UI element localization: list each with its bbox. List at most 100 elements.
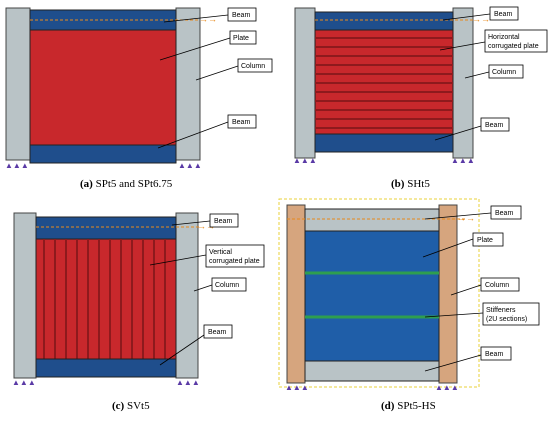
callout-beam-top: Beam <box>495 210 513 217</box>
leader-line <box>424 354 482 372</box>
callout-beam-top: Beam <box>214 218 232 225</box>
leader-line <box>434 125 482 141</box>
panel-c: →→ ▲▲▲ ▲▲▲ Beam Vertical corrugated plat… <box>0 205 275 422</box>
right-column <box>175 212 199 379</box>
leader-line <box>163 14 229 23</box>
left-column <box>13 212 37 379</box>
leader-line <box>450 284 482 296</box>
load-arrows-icon: →→ <box>457 213 475 223</box>
callout-beam-top: Beam <box>232 12 250 19</box>
callout-stiffeners-line2: (2U sections) <box>486 316 527 323</box>
leader-line <box>159 37 231 61</box>
vertical-corrugated-plate <box>35 238 177 360</box>
infill-plate <box>29 29 177 146</box>
support-icon: ▲▲▲ <box>5 161 29 170</box>
callout-column: Column <box>492 69 516 76</box>
leader-line <box>424 212 492 220</box>
callout-box <box>229 30 257 45</box>
leader-line <box>439 41 486 51</box>
callout-plate: Plate <box>477 237 493 244</box>
leader-line <box>422 238 474 258</box>
leader-line <box>195 65 239 81</box>
panel-b-diagram: →→ ▲▲▲ ▲▲▲ Beam Horizontal corrugated pl… <box>293 6 548 165</box>
support-icon: ▲▲▲ <box>176 378 200 387</box>
support-icon: ▲▲▲ <box>451 156 475 165</box>
load-arrows-icon: →→ <box>197 221 215 231</box>
callout-stiffeners-line1: Stiffeners <box>486 307 516 314</box>
callout-plate-line1: Vertical <box>209 249 232 256</box>
right-column <box>452 7 474 159</box>
leader-line <box>424 312 484 318</box>
panel-d: →→ ▲▲▲ ▲▲▲ Beam Plate Column Stiffeners … <box>275 195 550 422</box>
caption-text: SHt5 <box>407 178 430 190</box>
boundary-frame <box>278 198 480 388</box>
caption-text: SPt5 and SPt6.75 <box>95 178 173 190</box>
caption-letter: (a) <box>80 178 93 190</box>
top-beam <box>35 216 177 240</box>
callout-column: Column <box>215 282 239 289</box>
caption-text: SPt5-HS <box>397 400 436 412</box>
top-beam <box>314 11 454 31</box>
support-icon: ▲▲▲ <box>435 383 459 391</box>
caption-text: SVt5 <box>126 400 150 412</box>
callout-box <box>488 64 524 79</box>
callout-box <box>490 205 522 220</box>
left-column <box>286 204 306 384</box>
support-icon: ▲▲▲ <box>178 161 202 170</box>
callout-box <box>203 324 233 339</box>
leader-line <box>149 254 207 266</box>
caption-letter: (d) <box>381 400 395 412</box>
bottom-beam <box>35 358 177 378</box>
callout-box <box>480 117 510 132</box>
callout-box <box>227 114 257 129</box>
callout-box <box>484 29 548 53</box>
callout-beam-bottom: Beam <box>232 119 250 126</box>
panel-d-diagram: →→ ▲▲▲ ▲▲▲ Beam Plate Column Stiffeners … <box>278 198 540 392</box>
top-beam <box>304 208 440 232</box>
caption-letter: (b) <box>391 178 405 190</box>
callout-box <box>472 232 504 247</box>
support-icon: ▲▲▲ <box>285 383 309 391</box>
load-arrows-icon: →→ <box>472 14 490 24</box>
support-icon: ▲▲▲ <box>293 156 317 165</box>
left-column <box>5 7 31 161</box>
callout-box <box>480 277 520 292</box>
leader-line <box>193 284 213 292</box>
caption-d: (d) SPt5-HS <box>381 400 436 412</box>
callout-column: Column <box>241 63 265 70</box>
horizontal-corrugated-plate <box>314 29 454 135</box>
callout-column: Column <box>485 282 509 289</box>
callout-plate-line2: corrugated plate <box>209 258 260 265</box>
callout-plate-line1: Horizontal <box>488 34 520 41</box>
bottom-beam <box>29 144 177 164</box>
callout-beam-bottom: Beam <box>485 122 503 129</box>
callout-box <box>480 346 512 361</box>
bottom-beam <box>314 133 454 153</box>
callout-box <box>489 6 519 21</box>
panel-a-diagram: →→ ▲▲▲ ▲▲▲ Beam Plate Column Beam <box>5 7 273 170</box>
support-icon: ▲▲▲ <box>12 378 36 387</box>
caption-letter: (c) <box>112 400 125 412</box>
leader-line <box>464 71 490 79</box>
bottom-beam <box>304 360 440 382</box>
leader-line <box>171 220 211 226</box>
callout-box <box>482 302 540 326</box>
callout-box <box>227 7 257 22</box>
caption-c: (c) SVt5 <box>112 400 150 412</box>
caption-a: (a) SPt5 and SPt6.75 <box>80 178 172 190</box>
load-arrows-icon: →→ <box>199 14 217 24</box>
caption-b: (b) SHt5 <box>391 178 430 190</box>
callout-plate-line2: corrugated plate <box>488 43 539 50</box>
callout-plate: Plate <box>233 35 249 42</box>
callout-box <box>209 213 239 228</box>
callout-box <box>211 277 247 292</box>
leader-line <box>157 121 229 149</box>
panel-a: →→ ▲▲▲ ▲▲▲ Beam Plate Column Beam (a) SP… <box>0 0 275 200</box>
left-column <box>294 7 316 159</box>
callout-beam-bottom: Beam <box>485 351 503 358</box>
leader-line <box>159 334 205 366</box>
panel-b: →→ ▲▲▲ ▲▲▲ Beam Horizontal corrugated pl… <box>275 0 550 200</box>
callout-box <box>205 244 265 268</box>
panel-c-diagram: →→ ▲▲▲ ▲▲▲ Beam Vertical corrugated plat… <box>12 212 265 387</box>
leader-line <box>442 13 491 21</box>
